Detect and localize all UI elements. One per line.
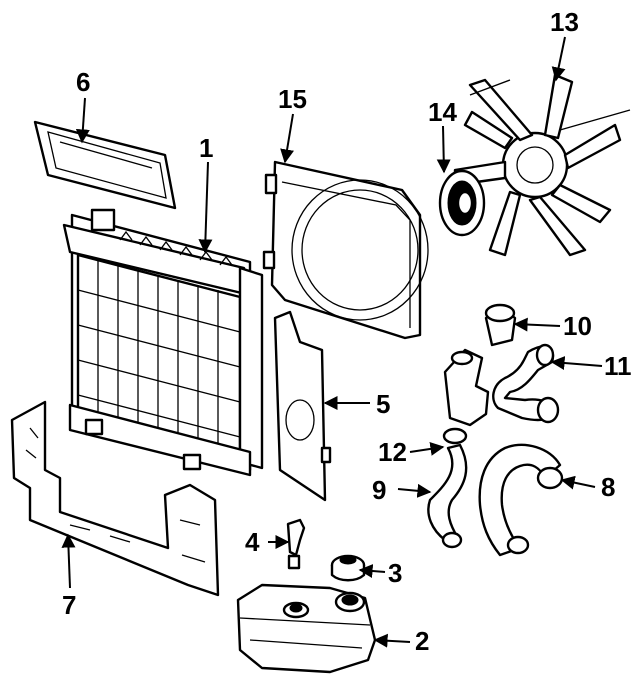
fan-shroud (262, 160, 429, 340)
lower-support-bracket (10, 400, 220, 597)
upper-air-deflector (33, 120, 177, 210)
callout-labels: 1 2 3 4 5 6 7 8 9 10 11 12 13 14 15 (62, 7, 632, 656)
callout-6: 6 (76, 67, 90, 97)
callout-12: 12 (378, 437, 407, 467)
callout-3: 3 (388, 558, 402, 588)
reservoir-cap (330, 554, 366, 582)
hose-connector (484, 303, 517, 347)
upper-radiator-hose (492, 343, 560, 424)
callout-5: 5 (376, 389, 390, 419)
coolant-reservoir (236, 583, 377, 674)
fan-blade (453, 73, 631, 257)
radiator (62, 208, 264, 477)
callout-11: 11 (604, 351, 632, 381)
bypass-hose (427, 443, 468, 549)
fan-clutch (438, 169, 486, 237)
callout-15: 15 (278, 84, 307, 114)
drain-plug (286, 518, 306, 570)
callout-7: 7 (62, 590, 76, 620)
lower-radiator-hose (478, 443, 564, 557)
leader-lines (61, 36, 603, 648)
side-baffle (273, 310, 332, 502)
callout-4: 4 (245, 527, 260, 557)
callout-8: 8 (601, 472, 615, 502)
callout-9: 9 (372, 475, 386, 505)
callout-13: 13 (550, 7, 579, 37)
callout-10: 10 (563, 311, 592, 341)
callout-2: 2 (415, 626, 429, 656)
callout-1: 1 (199, 133, 213, 163)
thermostat-housing (442, 348, 490, 445)
callout-14: 14 (428, 97, 457, 127)
